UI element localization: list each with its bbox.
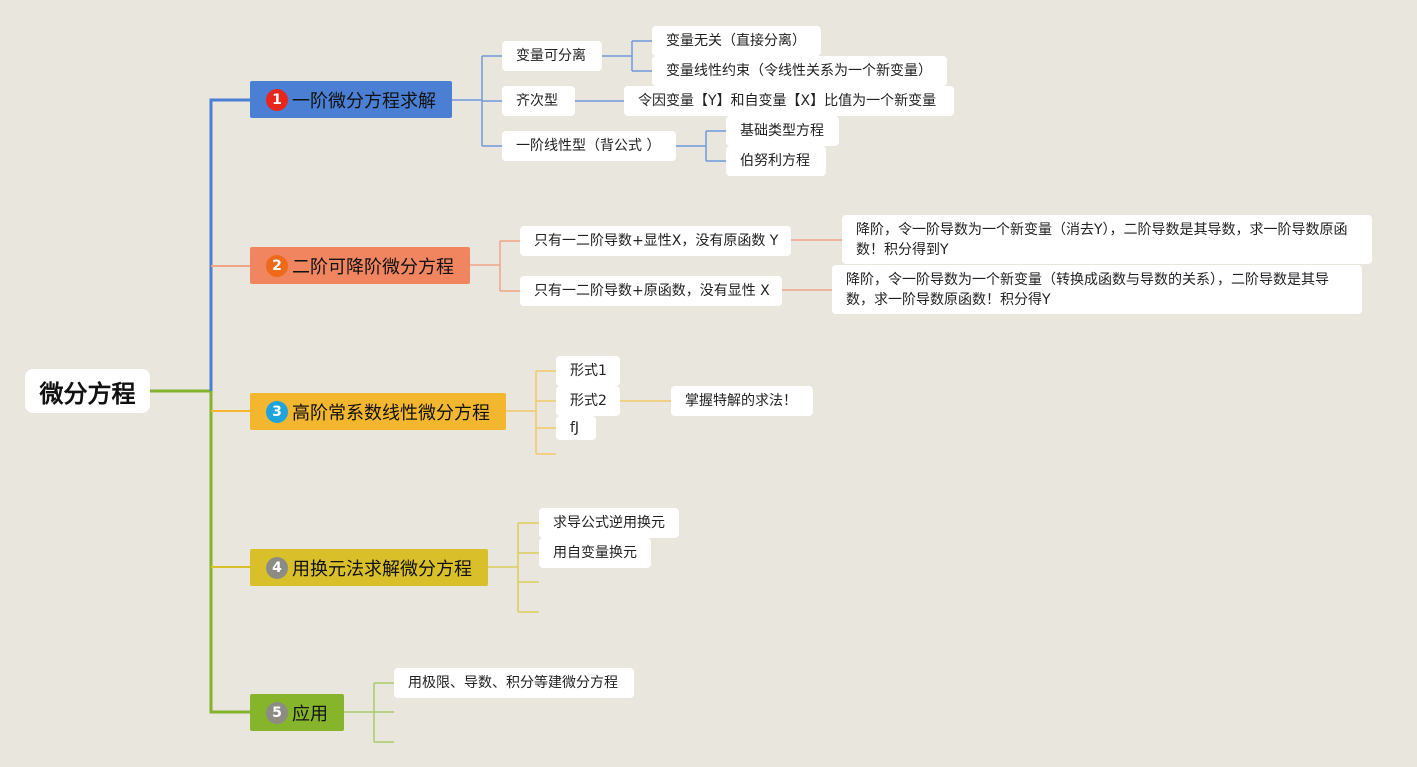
node-label: 变量线性约束（令线性关系为一个新变量） (666, 63, 932, 79)
node-form-2[interactable]: 形式2 (556, 386, 620, 416)
node-label: 基础类型方程 (740, 123, 824, 139)
branch-label: 一阶微分方程求解 (292, 90, 436, 112)
node-separable[interactable]: 变量可分离 (502, 41, 602, 71)
node-label: 形式2 (570, 393, 607, 409)
node-label: 用自变量换元 (553, 545, 637, 561)
node-label: fJ (570, 420, 580, 436)
node-label: 变量无关（直接分离） (666, 33, 806, 49)
branch-higher-order-constant[interactable]: 3 高阶常系数线性微分方程 (250, 393, 506, 430)
node-independent[interactable]: 变量无关（直接分离） (652, 26, 821, 56)
node-label: 伯努利方程 (740, 153, 810, 169)
node-first-order-linear[interactable]: 一阶线性型（背公式 ） (502, 131, 676, 161)
node-explicit-x-detail[interactable]: 降阶，令一阶导数为一个新变量（消去Y），二阶导数是其导数，求一阶导数原函数！积分… (842, 215, 1372, 264)
node-original-function-detail[interactable]: 降阶，令一阶导数为一个新变量（转换成函数与导数的关系），二阶导数是其导数，求一阶… (832, 265, 1362, 314)
node-independent-variable-sub[interactable]: 用自变量换元 (539, 538, 651, 568)
branch-label: 高阶常系数线性微分方程 (292, 402, 490, 424)
node-original-function[interactable]: 只有一二阶导数+原函数，没有显性 X (520, 276, 782, 306)
node-derivative-reverse[interactable]: 求导公式逆用换元 (539, 508, 679, 538)
branch-label: 二阶可降阶微分方程 (292, 256, 454, 278)
branch-substitution[interactable]: 4 用换元法求解微分方程 (250, 549, 488, 586)
node-label: 一阶线性型（背公式 ） (516, 138, 661, 154)
number-badge-5: 5 (266, 701, 288, 724)
number-badge-3: 3 (266, 400, 288, 423)
node-label: 用极限、导数、积分等建微分方程 (408, 675, 618, 691)
node-label: 掌握特解的求法！ (685, 393, 797, 409)
branch-application[interactable]: 5 应用 (250, 694, 344, 731)
node-label: 齐次型 (516, 93, 558, 109)
branch-reducible-second-order[interactable]: 2 二阶可降阶微分方程 (250, 247, 470, 284)
node-explicit-x[interactable]: 只有一二阶导数+显性X，没有原函数 Y (520, 226, 791, 256)
node-label: 降阶，令一阶导数为一个新变量（转换成函数与导数的关系），二阶导数是其导数，求一阶… (846, 272, 1329, 308)
root-node[interactable]: 微分方程 (25, 369, 150, 413)
node-label: 令因变量【Y】和自变量【X】比值为一个新变量 (638, 93, 937, 109)
node-ratio-substitution[interactable]: 令因变量【Y】和自变量【X】比值为一个新变量 (624, 86, 954, 116)
node-bernoulli[interactable]: 伯努利方程 (726, 146, 826, 176)
root-label: 微分方程 (39, 379, 136, 408)
node-fj[interactable]: fJ (556, 416, 596, 440)
node-particular-solution[interactable]: 掌握特解的求法！ (671, 386, 813, 416)
node-homogeneous[interactable]: 齐次型 (502, 86, 575, 116)
node-label: 变量可分离 (516, 48, 586, 64)
node-build-equation[interactable]: 用极限、导数、积分等建微分方程 (394, 668, 634, 698)
node-form-1[interactable]: 形式1 (556, 356, 620, 386)
node-label: 只有一二阶导数+原函数，没有显性 X (534, 283, 770, 299)
connector (209, 391, 250, 714)
branch-label: 应用 (292, 703, 328, 725)
branch-label: 用换元法求解微分方程 (292, 558, 472, 580)
node-label: 求导公式逆用换元 (553, 515, 665, 531)
node-label: 降阶，令一阶导数为一个新变量（消去Y），二阶导数是其导数，求一阶导数原函数！积分… (856, 222, 1348, 258)
branch-first-order[interactable]: 1 一阶微分方程求解 (250, 81, 452, 118)
number-badge-1: 1 (266, 88, 288, 111)
number-badge-2: 2 (266, 254, 288, 277)
node-label: 只有一二阶导数+显性X，没有原函数 Y (534, 233, 779, 249)
node-label: 形式1 (570, 363, 607, 379)
connector (209, 98, 250, 391)
node-basic-equation[interactable]: 基础类型方程 (726, 116, 839, 146)
number-badge-4: 4 (266, 556, 288, 579)
node-linear-constraint[interactable]: 变量线性约束（令线性关系为一个新变量） (652, 56, 947, 86)
